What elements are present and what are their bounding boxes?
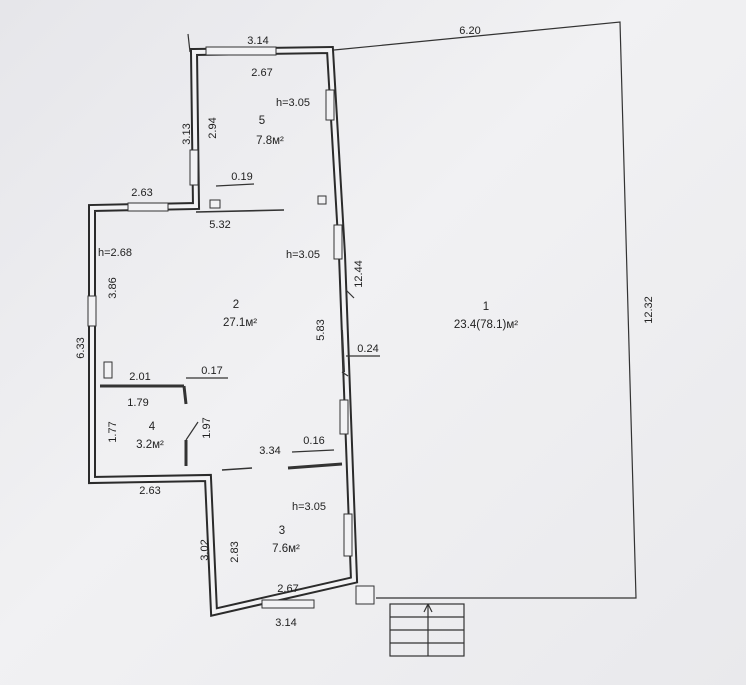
- window-r2-right: [333, 224, 343, 260]
- dim-wall-024: 0.24: [357, 343, 378, 355]
- dim-r2-width: 5.32: [209, 219, 230, 231]
- partition-r5-r2: [195, 209, 285, 213]
- dim-r3-top: 3.34: [259, 445, 280, 457]
- room-3-area: 7.6м²: [272, 543, 300, 555]
- window-r2-left: [87, 295, 97, 327]
- dim-r5-wall: 0.19: [231, 171, 252, 183]
- room-4-number: 4: [149, 421, 156, 433]
- room-1-area: 23.4(78.1)м²: [454, 319, 518, 331]
- height-room-5: h=3.05: [276, 97, 310, 109]
- height-room-2-left: h=2.68: [98, 247, 132, 259]
- room-2-number: 2: [233, 299, 239, 311]
- room-2-area: 27.1м²: [223, 317, 257, 329]
- room-3-number: 3: [279, 525, 285, 537]
- dim-r3-bottom-outer: 3.14: [275, 617, 296, 629]
- dim-r4-right: 1.97: [201, 417, 213, 438]
- window-r5-right: [325, 89, 335, 121]
- window-r3-bottom: [261, 599, 315, 609]
- dim-right-outer: 12.32: [643, 296, 655, 324]
- dim-r4-top: 2.01: [129, 371, 150, 383]
- window-r5-top: [205, 46, 277, 56]
- dim-r4-left: 1.77: [107, 421, 119, 442]
- dim-r3-bottom-inner: 2.67: [277, 583, 298, 595]
- room-4-area: 3.2м²: [136, 439, 164, 451]
- room-1-outline: [333, 21, 637, 599]
- partition-r3-top: [221, 467, 253, 471]
- bottom-right-column: [355, 585, 375, 605]
- room-5-area: 7.8м²: [256, 135, 284, 147]
- partition-r2-interior: [341, 329, 345, 373]
- window-r3-right: [343, 513, 353, 557]
- leader-019: [215, 183, 255, 187]
- dim-r3-left-outer: 3.02: [199, 539, 211, 560]
- room-1-number: 1: [483, 301, 489, 313]
- dim-bottom-left: 2.63: [139, 485, 160, 497]
- leader-1244: [345, 289, 355, 299]
- dim-r5-left-inner: 2.94: [207, 117, 219, 138]
- corner-mark: [187, 33, 191, 53]
- r5-small-block: [209, 199, 221, 209]
- stairs: [389, 603, 465, 657]
- partition-r4-door-swing: [185, 421, 199, 441]
- leader-0-r2: [341, 371, 349, 377]
- room-5-number: 5: [259, 115, 265, 127]
- partition-r4-right: [182, 385, 188, 405]
- dim-left-outer: 6.33: [75, 337, 87, 358]
- dim-r4-wall: 0.17: [201, 365, 222, 377]
- partition-r3-right: [287, 462, 343, 470]
- dim-r2-right-height: 12.44: [353, 260, 365, 288]
- dim-r2-top-left: 2.63: [131, 187, 152, 199]
- height-room-2-right: h=3.05: [286, 249, 320, 261]
- dim-r2-left: 3.86: [107, 277, 119, 298]
- dim-top-outer: 6.20: [459, 25, 480, 37]
- dim-r2-right-inner: 5.83: [315, 319, 327, 340]
- dim-r3-wall: 0.16: [303, 435, 324, 447]
- dim-r3-left-inner: 2.83: [229, 541, 241, 562]
- small-column: [317, 195, 327, 205]
- height-room-3: h=3.05: [292, 501, 326, 513]
- window-r5-left: [189, 149, 199, 186]
- dim-r5-top-inner: 2.67: [251, 67, 272, 79]
- window-r4-left: [103, 361, 113, 379]
- window-r2-right-lower: [339, 399, 349, 435]
- dim-r5-left-outer: 3.13: [181, 123, 193, 144]
- dim-r5-top-outer: 3.14: [247, 35, 268, 47]
- window-r2-top: [127, 202, 169, 212]
- leader-016: [291, 449, 335, 453]
- dim-r4-inner: 1.79: [127, 397, 148, 409]
